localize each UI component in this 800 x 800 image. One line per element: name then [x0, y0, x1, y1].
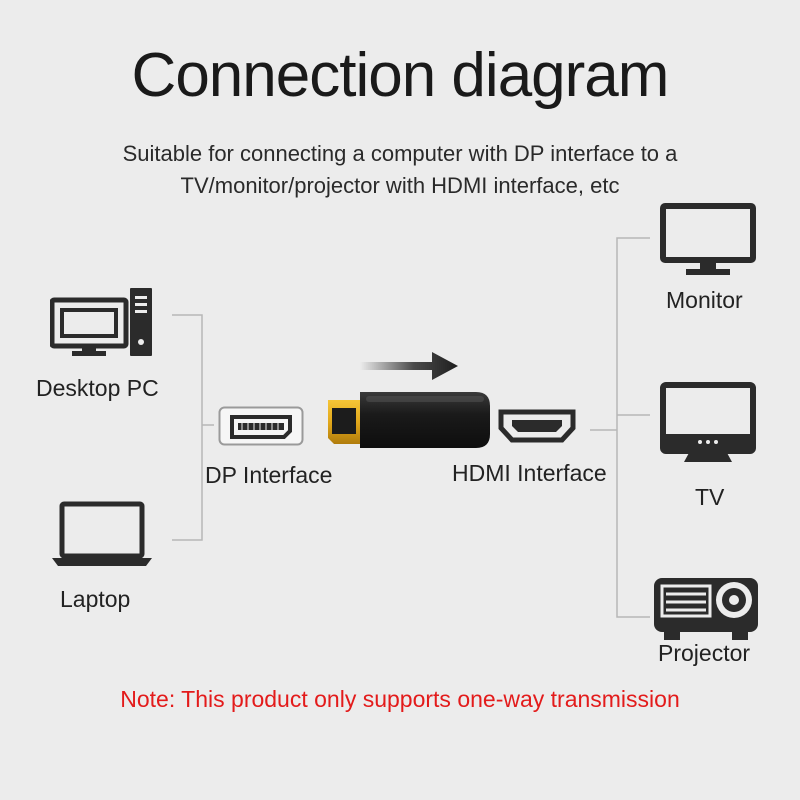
diagram-title: Connection diagram — [131, 41, 670, 110]
desktop-pc-icon — [50, 288, 152, 356]
hdmi-port-icon — [498, 409, 576, 443]
left-bracket-line — [172, 314, 203, 541]
subtitle-line-2: TV/monitor/projector with HDMI interface… — [180, 173, 620, 198]
laptop-icon — [52, 501, 152, 566]
right-bracket-line — [616, 237, 650, 618]
dp-port-icon — [218, 406, 304, 446]
diagram-subtitle: Suitable for connecting a computer with … — [40, 138, 760, 202]
monitor-icon — [660, 203, 756, 275]
hdmi-interface-label: HDMI Interface — [452, 460, 607, 486]
desktop-pc-label: Desktop PC — [36, 375, 159, 401]
projector-label: Projector — [658, 640, 751, 666]
laptop-label: Laptop — [60, 586, 131, 612]
dp-to-hdmi-adapter-icon — [328, 392, 490, 448]
tv-label: TV — [695, 484, 725, 510]
monitor-label: Monitor — [666, 287, 743, 313]
projector-icon — [654, 578, 758, 640]
subtitle-line-1: Suitable for connecting a computer with … — [122, 141, 678, 166]
one-way-note: Note: This product only supports one-way… — [120, 686, 680, 712]
tv-icon — [660, 382, 756, 462]
dp-interface-label: DP Interface — [205, 462, 333, 488]
direction-arrow-icon — [360, 352, 458, 380]
